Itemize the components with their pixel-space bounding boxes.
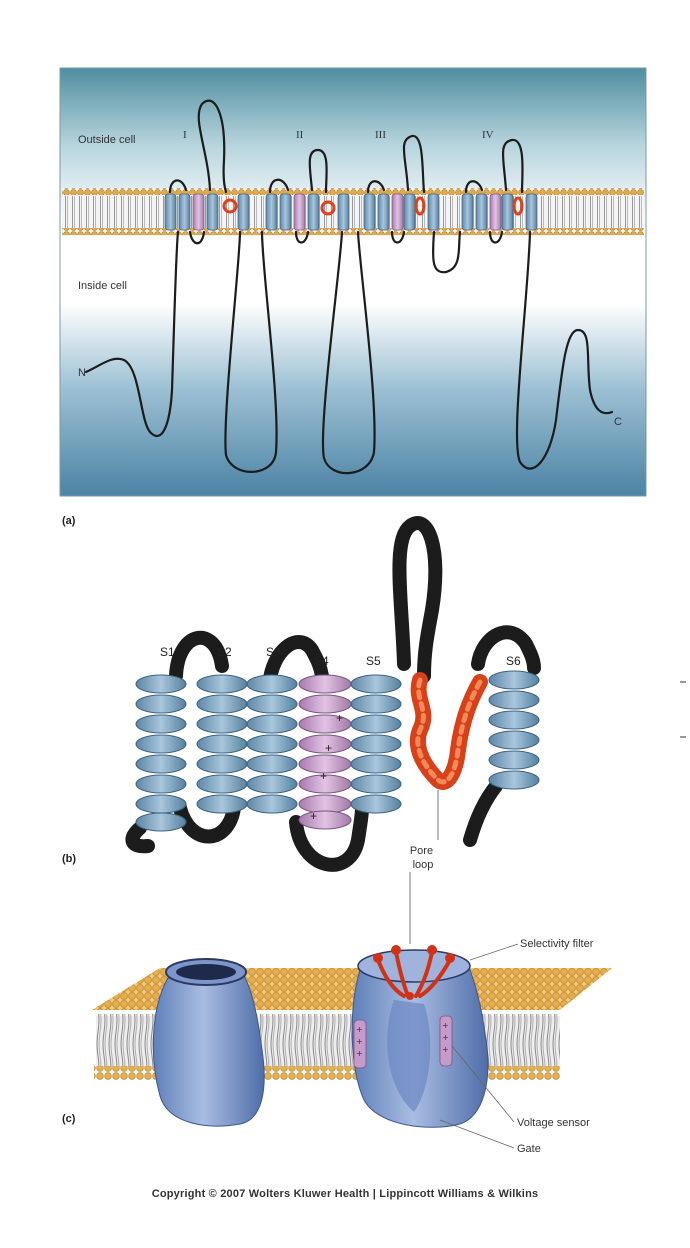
selectivity-filter-label: Selectivity filter (520, 938, 594, 950)
s4-charge: + (336, 711, 343, 725)
svg-text:+: + (442, 1045, 449, 1054)
outside-cell-label: Outside cell (78, 134, 135, 146)
closed-channel (152, 958, 265, 1127)
svg-text:+: + (442, 1021, 449, 1030)
helix-s3 (246, 674, 298, 814)
voltage-sensor-left (353, 1019, 367, 1069)
domain-ii-pore-loop (320, 200, 336, 216)
segment-label-s5: S5 (366, 654, 381, 668)
voltage-sensor-label: Voltage sensor (517, 1117, 590, 1129)
pore-loop-line1: Pore (410, 845, 433, 857)
helix-s6 (488, 670, 540, 790)
panel-c: + + + + + + Selectivity filter Voltage s… (92, 938, 612, 1155)
gate-label: Gate (517, 1143, 541, 1155)
panel-a-label: (a) (62, 515, 76, 527)
segment-label-s4: S4 (314, 654, 329, 668)
copyright-notice: Copyright © 2007 Wolters Kluwer Health |… (151, 1188, 539, 1200)
s4-charge: + (325, 741, 332, 755)
segment-label-s2: S2 (217, 645, 232, 659)
domain-iii-pore-loop (414, 196, 426, 216)
domain-ii-helices (265, 193, 350, 231)
domain-label-iii: III (375, 129, 386, 141)
domain-i-pore-loop (222, 198, 238, 214)
inside-cell-label: Inside cell (78, 280, 127, 292)
helix-s1 (135, 674, 187, 832)
helix-s2 (196, 674, 248, 814)
s4-charge: + (310, 809, 317, 823)
s4-charge: + (320, 769, 327, 783)
helix-s5 (350, 674, 402, 814)
c-terminus-label: C (614, 416, 622, 428)
svg-text:+: + (356, 1025, 363, 1034)
svg-text:+: + (356, 1037, 363, 1046)
panel-b: + + + + S1 S2 S3 S4 S5 (125, 516, 686, 944)
pore-loop-label: Pore loop (410, 845, 436, 871)
panel-c-label: (c) (62, 1113, 76, 1125)
domain-iv-pore-loop (512, 196, 524, 216)
domain-i-helices (164, 193, 250, 231)
pore-loop-line2: loop (413, 859, 434, 871)
domain-iv-helices (461, 193, 538, 231)
domain-label-ii: II (296, 129, 304, 141)
panel-a-backbone (84, 99, 614, 475)
panel-b-label: (b) (62, 853, 76, 865)
segment-label-s3: S3 (266, 645, 281, 659)
domain-label-iv: IV (482, 129, 494, 141)
open-channel: + + + + + + (351, 945, 489, 1128)
voltage-sensor-right (439, 1015, 453, 1067)
domain-iii-helices (363, 193, 440, 231)
segment-label-s1: S1 (160, 645, 175, 659)
segment-label-s6: S6 (506, 654, 521, 668)
panel-a-background (59, 67, 647, 497)
svg-text:+: + (356, 1049, 363, 1058)
domain-label-i: I (183, 129, 187, 141)
n-terminus-label: N (78, 367, 86, 379)
panel-a: Outside cell Inside cell I II III IV N C (59, 67, 647, 497)
svg-text:+: + (442, 1033, 449, 1042)
panel-a-membrane (62, 188, 644, 236)
